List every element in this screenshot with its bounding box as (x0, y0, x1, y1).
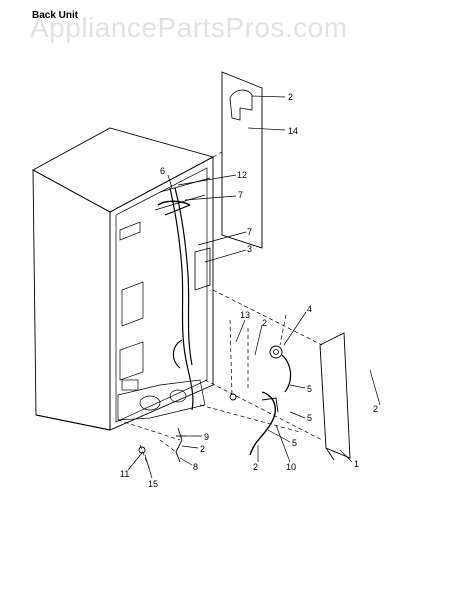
callout-2-top: 2 (288, 92, 293, 102)
callout-7-lower: 7 (247, 227, 252, 237)
callout-14: 14 (288, 126, 298, 136)
callout-2-mid: 2 (262, 318, 267, 328)
tubing-harness (157, 187, 211, 411)
callout-2-small: 2 (200, 444, 205, 454)
callout-15: 15 (148, 479, 158, 489)
part-1-panel (319, 332, 351, 461)
cabinet (32, 127, 215, 431)
callout-4: 4 (307, 304, 312, 314)
callout-5-lower: 5 (292, 438, 297, 448)
callout-1: 1 (354, 459, 359, 469)
callout-12: 12 (237, 170, 247, 180)
callout-2-bottom: 2 (253, 462, 258, 472)
section-label: Back Unit (32, 10, 79, 21)
dashed-guides (117, 151, 323, 471)
callout-13: 13 (240, 310, 250, 320)
leader-lines (127, 95, 381, 479)
watermark: AppliancePartsPros.com (30, 12, 348, 43)
callout-5-mid: 5 (307, 413, 312, 423)
callout-7-upper: 7 (238, 190, 243, 200)
part-14-panel (221, 71, 263, 249)
lower-parts (138, 345, 292, 463)
callout-numbers: 2 14 6 12 7 7 3 4 13 2 5 2 5 5 1 9 2 8 1… (120, 92, 378, 489)
callout-2-right: 2 (373, 404, 378, 414)
callout-3: 3 (247, 244, 252, 254)
callout-5-upper: 5 (307, 384, 312, 394)
callout-10: 10 (286, 462, 296, 472)
callout-11: 11 (120, 469, 129, 479)
callout-8: 8 (193, 462, 198, 472)
callout-6: 6 (160, 166, 165, 176)
callout-9: 9 (204, 432, 209, 442)
